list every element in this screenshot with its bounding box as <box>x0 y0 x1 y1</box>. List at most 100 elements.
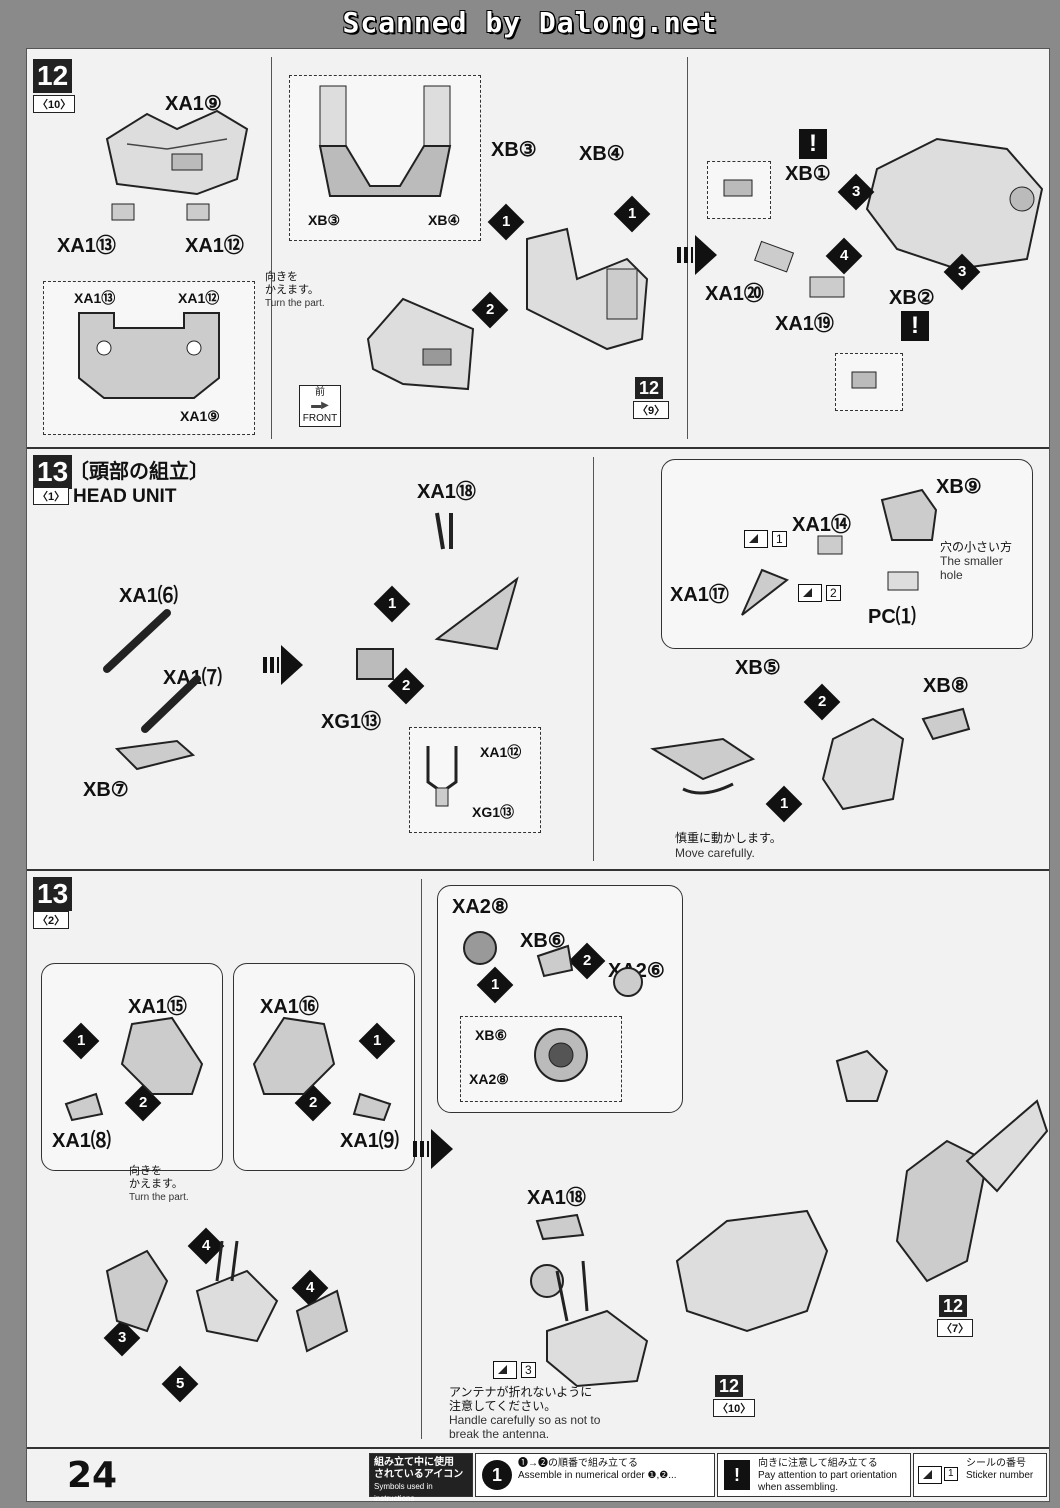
blade-part-illustration <box>741 568 789 616</box>
legend1-jp: ❶→❷の順番で組み立てる <box>518 1458 638 1469</box>
small-parts-illustration <box>111 203 210 221</box>
chest-side-illustration <box>865 137 1044 271</box>
sub-step-ref: 〈10〉 <box>713 1399 756 1417</box>
legend-numbered-order: 1 ❶→❷の順番で組み立てる Assemble in numerical ord… <box>475 1453 715 1497</box>
step-bubble-5: 5 <box>161 1365 199 1403</box>
footer-legend: 24 組み立て中に使用 されているアイコン Symbols used in in… <box>27 1448 1049 1503</box>
step-13-1-section: 13 〈1〉 〔頭部の組立〕 HEAD UNIT XA1⑹ XA1⑺ XB⑦ X… <box>27 449 1049 871</box>
frame-top-view <box>78 312 220 399</box>
part-label-xa1-22: XA1⑱ <box>417 481 476 503</box>
next-arrow <box>413 1129 453 1169</box>
face-assembly-illustration <box>105 1240 349 1353</box>
turn-note-jp: 向きを かえます。 <box>265 271 319 296</box>
pin-part-illustration <box>723 179 753 197</box>
part-label-xb-2: XB② <box>889 287 935 309</box>
inset-label-xb-3: XB③ <box>308 212 340 228</box>
step-ref: 〈2〉 <box>33 911 70 929</box>
part-label-xa1-17: XA1⑰ <box>670 584 729 606</box>
antenna-joint-illustration <box>426 746 458 807</box>
upper-body-assembly-illustration <box>675 1049 1049 1333</box>
turn-part-note: 向きを かえます。 Turn the part. <box>265 271 325 310</box>
part-label-xb-7: XB⑦ <box>83 779 129 801</box>
part-label-xb-4: XB④ <box>579 143 625 165</box>
sticker-icon <box>493 1361 517 1379</box>
head-detail-box: XA1⑭ XB⑨ XA1⑰ PC⑴ 1 2 穴の小さい方 The smaller… <box>661 459 1033 649</box>
legend2-jp: 向きに注意して組み立てる <box>758 1458 878 1469</box>
face-cover-illustration <box>64 1016 204 1122</box>
box-label-xa1-13: XA1⑬ <box>74 290 116 306</box>
box-label-xa1-12: XA1⑫ <box>178 290 220 306</box>
legend-orientation: ! 向きに注意して組み立てる Pay attention to part ori… <box>717 1453 911 1497</box>
box-label-xa1-9: XA1⑨ <box>180 408 220 424</box>
orientation-warning-icon: ! <box>901 311 929 341</box>
sticker-icon <box>918 1466 942 1484</box>
antenna-parts-illustration <box>103 609 201 771</box>
legend3-jp: シールの番号 <box>966 1458 1026 1469</box>
step-number: 13 <box>33 455 73 489</box>
page-number: 24 <box>67 1455 118 1496</box>
detail-box: XA1⑯ XA1⑼ 1 2 <box>233 963 415 1171</box>
divider <box>271 57 272 439</box>
numbered-step-icon: 1 <box>482 1460 512 1490</box>
detail-box: XB③ XB④ <box>289 75 481 241</box>
detail-box <box>707 161 771 219</box>
part-label-xg1-13: XG1⑬ <box>321 711 382 733</box>
part-label-xb-3: XB③ <box>491 139 537 161</box>
detail-box: XA1⑫ XG1⑬ <box>409 727 541 833</box>
detail-box <box>835 353 903 411</box>
part-label-xa1-24: XA1⑳ <box>705 283 764 305</box>
step-ref: 〈1〉 <box>33 487 70 505</box>
head-detail-box: XA2⑧ XB⑥ XA2⑥ 2 1 XB⑥ XA2⑧ <box>437 885 683 1113</box>
sticker-number: 1 <box>772 531 787 547</box>
hole-note-jp: 穴の小さい方 <box>940 540 1013 554</box>
detail-box: XA1⑮ XA1⑻ 1 2 <box>41 963 223 1171</box>
turn-note-en: Turn the part. <box>265 298 325 309</box>
divider <box>421 879 422 1439</box>
front-en: FRONT <box>302 413 338 424</box>
head-final-illustration <box>530 1213 649 1388</box>
part-label-xa1-16: XA1⑯ <box>260 996 319 1018</box>
sticker-icon <box>798 584 822 602</box>
inset-label-xg1-13: XG1⑬ <box>472 804 515 820</box>
warning-icon: ! <box>724 1460 750 1490</box>
hole-note-en: The smaller hole <box>940 554 1003 582</box>
antenna-note-en: Handle carefully so as not to break the … <box>449 1413 601 1441</box>
part-label-xa1-9: XA1⑨ <box>165 93 222 115</box>
part-label-xa1-13: XA1⑬ <box>57 235 116 257</box>
antenna-note: アンテナが折れないように 注意してください。 Handle carefully … <box>449 1385 600 1441</box>
part-label-xa1-14: XA1⑭ <box>792 514 851 536</box>
part-label-xa1-12: XA1⑫ <box>185 235 244 257</box>
detail-box: XA1⑬ XA1⑫ XA1⑨ <box>43 281 255 435</box>
hole-note: 穴の小さい方 The smaller hole <box>940 540 1020 582</box>
part-label-xb-5: XB⑤ <box>735 657 781 679</box>
sensor-parts-illustration <box>463 931 643 997</box>
part-label-xb-9: XB⑨ <box>936 476 982 498</box>
part-label-xa2-8: XA2⑧ <box>452 896 509 918</box>
step-title-jp: 〔頭部の組立〕 <box>69 461 209 483</box>
turn-note-en: Turn the part. <box>129 1192 189 1203</box>
step-title-en: HEAD UNIT <box>73 485 176 508</box>
part-label-pc-21: PC⑴ <box>868 606 916 628</box>
orientation-warning-icon: ! <box>799 129 827 159</box>
inset-label-xa2-8: XA2⑧ <box>469 1071 509 1087</box>
sub-step-number: 12 <box>635 377 664 399</box>
careful-note-jp: 慎重に動かします。 <box>675 831 782 845</box>
sub-step-number: 12 <box>939 1295 968 1317</box>
step-number: 13 <box>33 877 73 911</box>
part-label-xa1-28: XA1⑼ <box>340 1130 399 1152</box>
sensor-assembled-illustration <box>534 1028 588 1082</box>
face-cover-illustration <box>252 1016 392 1122</box>
head-assembly-illustration <box>650 707 971 811</box>
sub-step-number: 12 <box>715 1375 744 1397</box>
part-label-xb-8: XB⑧ <box>923 675 969 697</box>
instruction-page: 12 〈10〉 XA1⑨ XA1⑬ XA1⑫ XA1⑬ XA1⑫ XA1⑨ <box>26 48 1050 1503</box>
step-number: 12 <box>33 59 73 93</box>
careful-note: 慎重に動かします。 Move carefully. <box>675 831 782 861</box>
turn-part-note: 向きを かえます。 Turn the part. <box>129 1165 189 1204</box>
step-13-2-section: 13 〈2〉 XA1⑮ XA1⑻ 1 2 XA1⑯ XA1⑼ 1 2 向きを か… <box>27 871 1049 1449</box>
part-label-xb-6: XB⑥ <box>520 930 566 952</box>
legend1-en: Assemble in numerical order ❶,❷... <box>518 1470 677 1481</box>
legend-sticker-number: 1 <box>944 1467 958 1481</box>
detail-box: XB⑥ XA2⑧ <box>460 1016 622 1102</box>
pin-part-illustration <box>851 371 877 389</box>
